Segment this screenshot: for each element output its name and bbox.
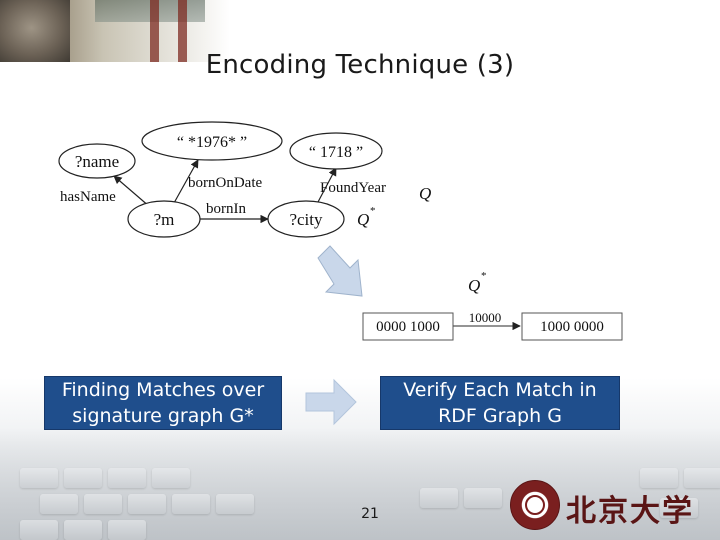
edge-found-year bbox=[317, 167, 337, 203]
node-m-label: ?m bbox=[154, 210, 175, 229]
signature-edge-label: 10000 bbox=[469, 310, 502, 325]
university-name: 北京大学 bbox=[566, 494, 694, 529]
pillar-image bbox=[150, 0, 159, 62]
node-name bbox=[58, 143, 136, 179]
stone-lion-image bbox=[0, 0, 70, 62]
edge-born-on-date-label: bornOnDate bbox=[188, 175, 262, 191]
node-name-label: ?name bbox=[75, 152, 119, 171]
university-seal-icon bbox=[510, 480, 560, 530]
flow-arrow bbox=[305, 378, 357, 426]
page-number: 21 bbox=[361, 506, 379, 522]
callout-find-matches: Finding Matches over signature graph G* bbox=[44, 376, 282, 430]
slide-title: Encoding Technique (3) bbox=[205, 50, 515, 80]
node-m bbox=[127, 200, 201, 238]
edge-has-name bbox=[113, 175, 151, 208]
signature-star-sup: * bbox=[481, 270, 487, 282]
edge-born-in-label: bornIn bbox=[206, 201, 246, 217]
node-1976-label: “ *1976* ” bbox=[177, 134, 247, 151]
node-1718 bbox=[289, 132, 383, 170]
header-photo bbox=[0, 0, 230, 62]
edge-found-year-label: FoundYear bbox=[320, 180, 386, 196]
edge-born-on-date bbox=[173, 159, 199, 204]
callout-verify-match-line1: Verify Each Match in bbox=[403, 379, 597, 401]
edge-has-name-label: hasName bbox=[60, 189, 116, 205]
node-1718-label: “ 1718 ” bbox=[309, 144, 363, 161]
signature-left-node-label: 0000 1000 bbox=[376, 319, 440, 335]
pillar-image bbox=[178, 0, 187, 62]
signature-right-node-label: 1000 0000 bbox=[540, 319, 604, 335]
node-city-label: ?city bbox=[289, 210, 323, 229]
keyboard-photo bbox=[0, 428, 720, 540]
transform-arrow bbox=[317, 245, 363, 297]
university-logo: 北京大学 bbox=[510, 480, 700, 530]
query-label: Q bbox=[419, 184, 431, 203]
callout-verify-match: Verify Each Match in RDF Graph G bbox=[380, 376, 620, 430]
query-star-sup: * bbox=[370, 205, 376, 217]
callout-find-matches-line2: signature graph G* bbox=[72, 405, 254, 427]
node-city bbox=[267, 200, 345, 238]
signature-label: Q bbox=[468, 276, 480, 295]
signature-right-node bbox=[521, 312, 623, 341]
callout-find-matches-line1: Finding Matches over bbox=[61, 379, 265, 401]
query-star-label: Q bbox=[357, 210, 369, 229]
node-1976 bbox=[141, 121, 283, 161]
callout-verify-match-line2: RDF Graph G bbox=[438, 405, 562, 427]
